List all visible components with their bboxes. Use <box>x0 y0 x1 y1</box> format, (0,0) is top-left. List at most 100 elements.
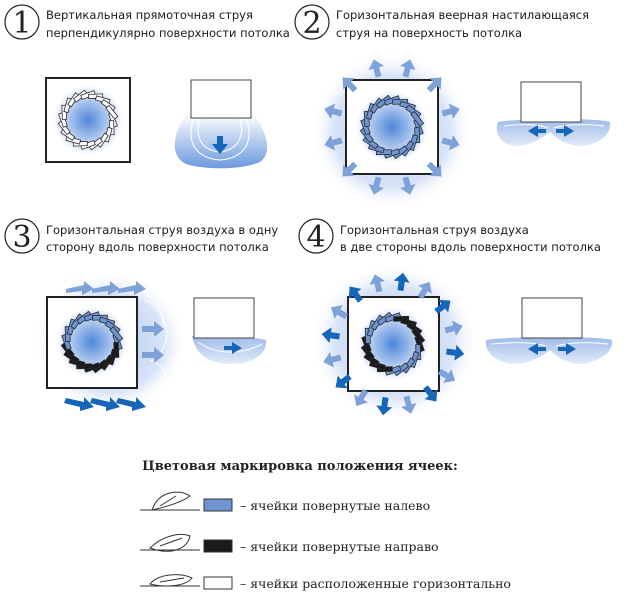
panel-3: 3 Горизонтальная струя воздуха в одну ст… <box>4 218 278 413</box>
panel-caption-line1: Вертикальная прямоточная струя <box>46 8 253 22</box>
arrow-left-icon <box>528 125 546 137</box>
arrow-right-icon <box>224 342 242 354</box>
arrow-right-icon <box>558 343 576 355</box>
airflow-arrow-icon <box>393 272 410 291</box>
legend-label: – ячейки повернутые направо <box>240 539 439 554</box>
airflow-spread <box>485 337 613 364</box>
legend-swatch <box>203 539 233 553</box>
airflow-arrow-icon <box>444 320 463 336</box>
arrow-right-icon <box>556 125 574 137</box>
blade-tilted-right-icon <box>140 534 200 552</box>
panel-caption-line2: перпендикулярно поверхности потолка <box>46 26 290 40</box>
airflow-arrow-icon <box>330 305 349 320</box>
airflow-arrow-icon <box>423 385 438 402</box>
airflow-arrow-icon <box>348 286 363 303</box>
blade-tilted-left-icon <box>140 491 200 511</box>
airflow-arrow-icon <box>324 103 343 119</box>
panel-number: 3 <box>12 220 31 255</box>
airflow-arrow-icon <box>400 59 416 78</box>
panel-1: 1 Вертикальная прямоточная струя перпенд… <box>4 4 290 169</box>
airflow-contour <box>190 117 250 161</box>
outflow-arrows <box>324 59 460 195</box>
legend-title: Цветовая маркировка положения ячеек: <box>142 459 458 474</box>
diffuser-blade-ring <box>360 311 426 377</box>
panel-number: 1 <box>12 6 31 41</box>
legend-item-horizontal: – ячейки расположенные горизонтально <box>140 574 511 591</box>
airflow-arrow-icon <box>446 344 465 361</box>
panel-number-badge <box>4 4 40 40</box>
panel-caption-line2: струя на поверхность потолка <box>336 26 522 40</box>
legend-item-right: – ячейки повернутые направо <box>140 534 439 554</box>
airflow-arrow-icon <box>335 374 352 389</box>
airflow-arrow-icon <box>342 161 358 177</box>
airflow-contour <box>149 359 167 393</box>
panel-number: 2 <box>302 6 321 41</box>
panel-caption-line1: Горизонтальная струя воздуха в одну <box>46 223 278 237</box>
airflow-arrow-icon <box>342 77 358 93</box>
airflow-arrow-icon <box>368 59 384 78</box>
side-view <box>485 297 613 364</box>
airflow-arrow-icon <box>376 397 393 416</box>
arrow-right-icon <box>66 281 94 295</box>
legend: Цветовая маркировка положения ячеек: – я… <box>140 459 511 591</box>
airflow-arrow-icon <box>400 176 416 195</box>
panel-caption-line1: Горизонтальная веерная настилающаяся <box>336 8 589 22</box>
arrow-right-icon <box>142 321 164 337</box>
blade-horizontal-icon <box>140 574 200 587</box>
louvre-blade <box>410 110 425 127</box>
panel-caption-line2: сторону вдоль поверхности потолка <box>46 240 269 254</box>
arrow-right-icon <box>118 281 146 295</box>
arrow-left-icon <box>528 343 546 355</box>
airflow-arrow-icon <box>441 135 460 151</box>
side-view <box>496 81 611 146</box>
legend-label: – ячейки повернутые налево <box>240 498 430 513</box>
outflow-arrows <box>321 272 465 416</box>
airflow-arrow-icon <box>426 161 442 177</box>
diffuser-blade-ring <box>359 94 425 160</box>
airflow-arrow-icon <box>324 135 343 151</box>
airflow-arrow-icon <box>321 327 340 344</box>
airflow-arrow-icon <box>323 352 342 368</box>
diffuser-top-view <box>45 77 131 163</box>
diffuser-top-view <box>309 263 480 421</box>
airflow-arrow-icon <box>434 299 451 314</box>
diffuser-top-view <box>33 271 188 413</box>
diffuser-housing <box>521 297 583 339</box>
panel-2: 2 Горизонтальная веерная настилающаяся с… <box>294 4 611 211</box>
legend-swatch <box>203 498 233 512</box>
panel-number-badge <box>294 4 330 40</box>
airflow-contour <box>555 342 609 347</box>
arrow-right-icon <box>142 347 164 363</box>
airflow-arrow-icon <box>437 368 456 383</box>
airflow-arrow-icon <box>369 274 385 293</box>
legend-label: – ячейки расположенные горизонтально <box>240 576 511 591</box>
panel-number-badge <box>298 218 334 254</box>
louvre-blade <box>105 104 119 120</box>
diffuser-housing <box>193 297 255 339</box>
diffuser-blade-ring <box>60 310 124 374</box>
airflow-spread <box>496 119 611 146</box>
arrow-right-icon <box>64 397 94 411</box>
louvre-blade <box>109 326 124 342</box>
diffuser-housing <box>520 81 582 123</box>
side-view <box>192 297 267 364</box>
airflow-arrow-icon <box>354 388 369 407</box>
airflow-contour <box>503 124 549 129</box>
diffuser-top-view <box>309 51 474 211</box>
airflow-contour <box>491 342 547 347</box>
airflow-arrow-icon <box>368 176 384 195</box>
side-view <box>174 79 268 169</box>
louvre-blade <box>411 327 426 344</box>
airflow-arrow-icon <box>441 103 460 119</box>
diffuser-blade-ring <box>57 89 119 151</box>
panel-number-badge <box>4 218 40 254</box>
legend-swatch <box>203 576 233 590</box>
arrow-right-icon <box>116 397 146 411</box>
arrow-right-icon <box>92 281 120 295</box>
panel-4: 4 Горизонтальная струя воздуха в две сто… <box>298 218 613 421</box>
airflow-arrow-icon <box>401 395 417 414</box>
airflow-arrow-icon <box>426 77 442 93</box>
arrow-down-icon <box>212 136 228 154</box>
airflow-contour <box>553 124 605 129</box>
